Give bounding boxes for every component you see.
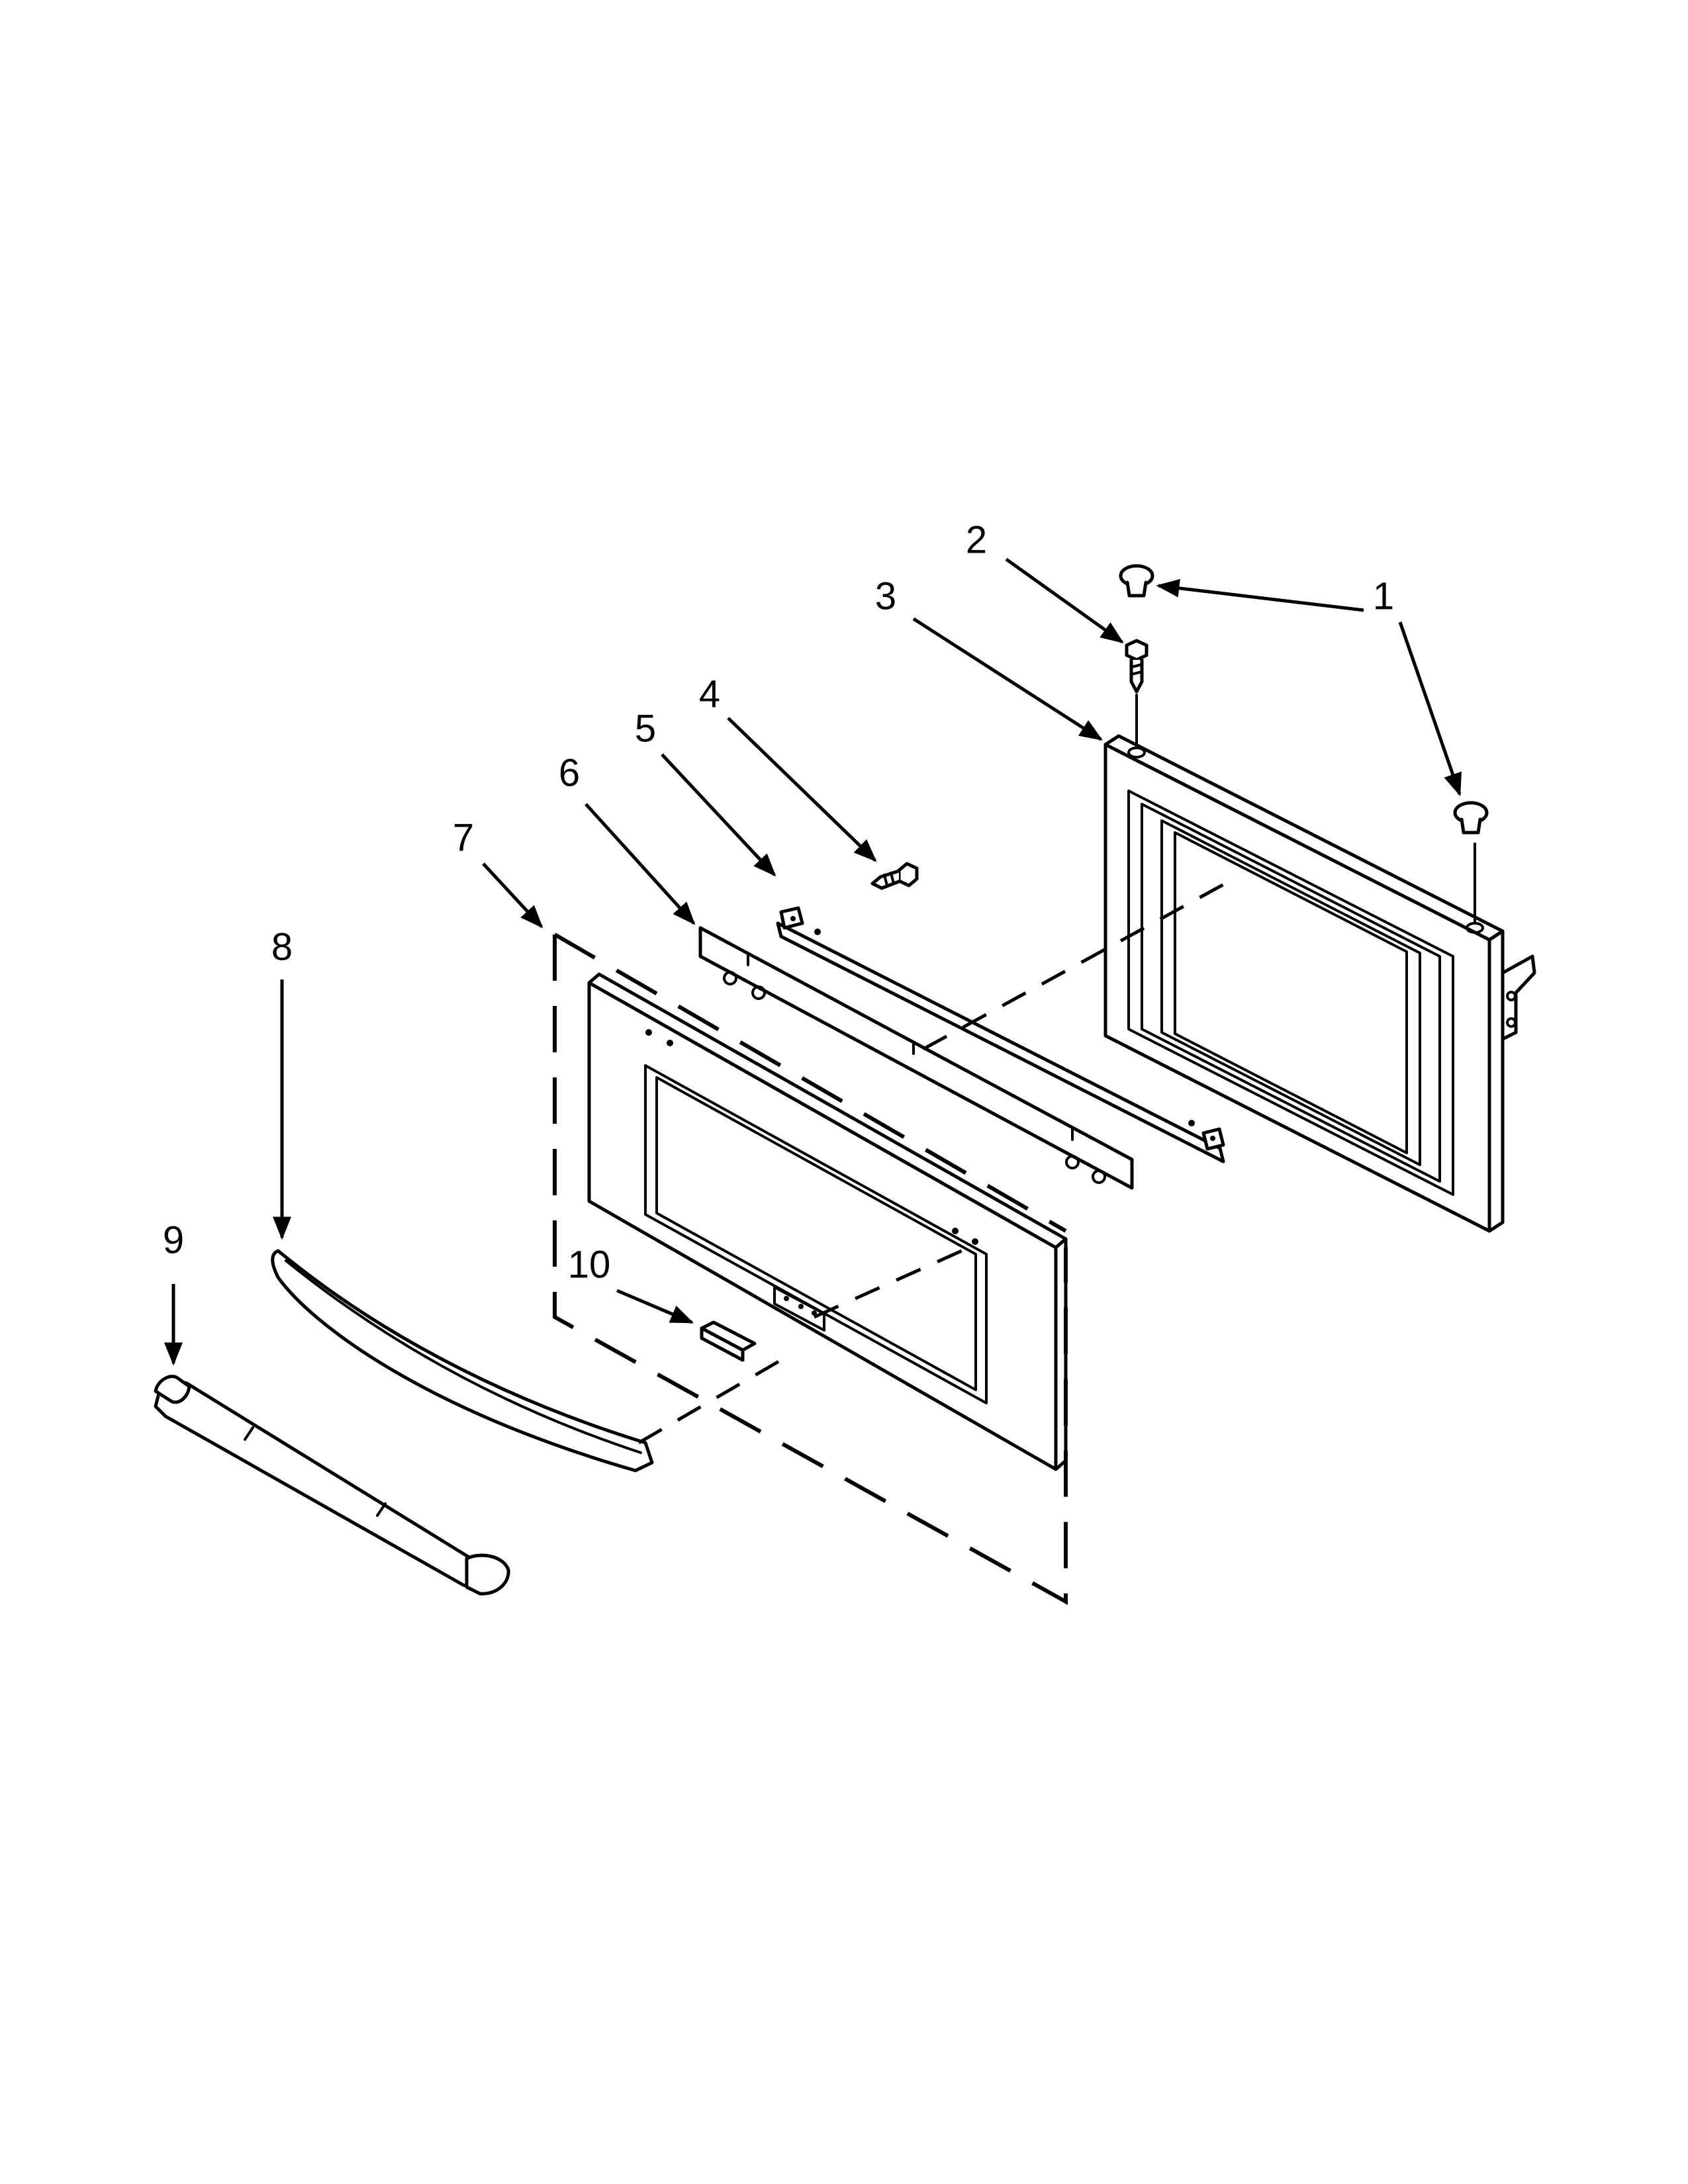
- callout-9: 9: [163, 1218, 184, 1261]
- callout-7: 7: [453, 816, 474, 859]
- callout-labels: 1 2 3 4 5 6 7 8 9 10: [163, 518, 1394, 1286]
- part-4-screw: [870, 862, 919, 890]
- callout-10: 10: [568, 1243, 611, 1286]
- part-1-plug: [1453, 801, 1489, 835]
- callout-2: 2: [966, 518, 987, 561]
- part-10-badge: [700, 1320, 757, 1362]
- part-7-outer-door: [553, 933, 1068, 1606]
- part-3-inner-door-frame: [1103, 694, 1536, 1233]
- assembly-lines: [637, 878, 1233, 1445]
- part-9-handle: [154, 1375, 510, 1596]
- part-8-handle-trim: [271, 1249, 654, 1473]
- leader-arrows: [164, 557, 1462, 1366]
- callout-1: 1: [1373, 574, 1394, 617]
- part-5-bracket: [776, 906, 1225, 1163]
- callout-8: 8: [271, 925, 293, 968]
- callout-4: 4: [699, 672, 720, 715]
- callout-3: 3: [875, 574, 896, 617]
- part-6-panel: [698, 926, 1134, 1190]
- callout-5: 5: [635, 707, 656, 750]
- part-2-screw: [1125, 639, 1149, 694]
- part-1-plug: [1119, 564, 1154, 598]
- callout-6: 6: [559, 751, 580, 794]
